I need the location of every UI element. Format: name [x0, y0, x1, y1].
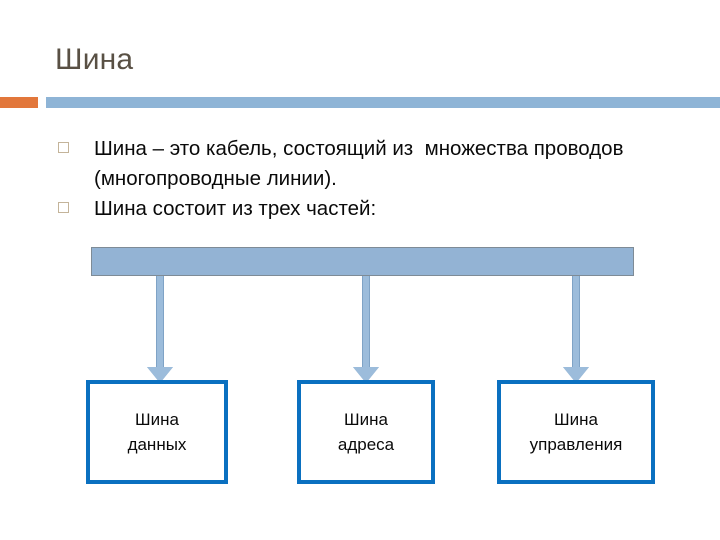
list-item-label: Шина состоит из трех частей: — [94, 197, 377, 220]
title-divider-bar — [46, 97, 720, 108]
arrow-shaft — [572, 276, 580, 368]
address-bus-box: Шина адреса — [297, 380, 435, 484]
arrow-to-control-bus — [563, 276, 589, 383]
page-title: Шина — [55, 43, 134, 76]
arrow-to-data-bus — [147, 276, 173, 383]
control-bus-box: Шина управления — [497, 380, 655, 484]
arrow-head-icon — [563, 367, 589, 383]
list-item-label: Шина – это кабель, состоящий из множеств… — [94, 137, 630, 190]
arrow-head-icon — [147, 367, 173, 383]
address-bus-box-line1: Шина — [344, 410, 388, 429]
list-item: Шина – это кабель, состоящий из множеств… — [56, 134, 676, 194]
data-bus-box-line2: данных — [127, 435, 187, 454]
list-item: Шина состоит из трех частей: — [56, 194, 676, 224]
control-bus-box-line2: управления — [529, 435, 623, 454]
arrow-head-icon — [353, 367, 379, 383]
arrow-shaft — [156, 276, 164, 368]
square-bullet-icon — [58, 202, 69, 213]
bus-bar-shape — [91, 247, 634, 276]
bullet-list: Шина – это кабель, состоящий из множеств… — [56, 134, 676, 224]
control-bus-box-line1: Шина — [554, 410, 598, 429]
title-accent-block — [0, 97, 38, 108]
arrow-to-address-bus — [353, 276, 379, 383]
data-bus-box-line1: Шина — [135, 410, 179, 429]
address-bus-box-line2: адреса — [337, 435, 395, 454]
arrow-shaft — [362, 276, 370, 368]
data-bus-box: Шина данных — [86, 380, 228, 484]
square-bullet-icon — [58, 142, 69, 153]
